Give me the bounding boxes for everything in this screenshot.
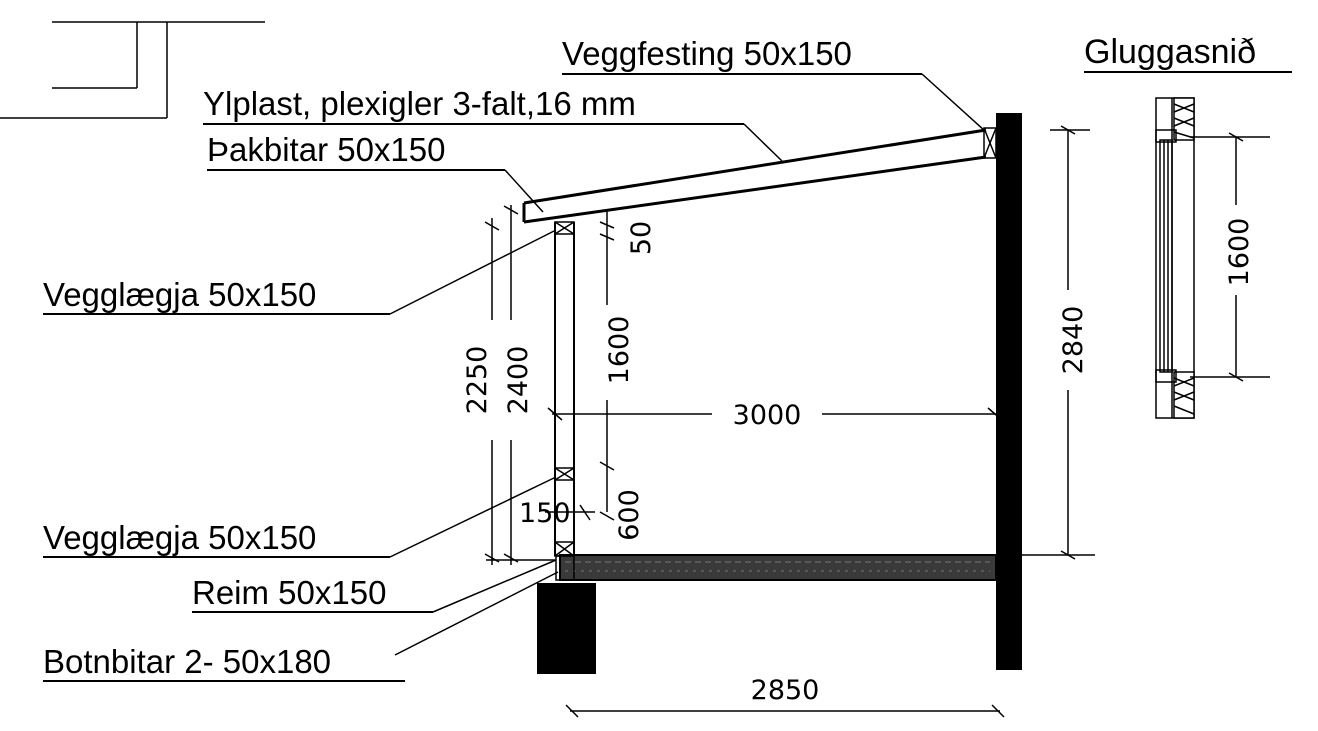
dim-2850-text: 2850	[751, 675, 820, 706]
label-pakbitar: Þakbitar 50x150	[207, 131, 544, 213]
pakbitar-text: Þakbitar 50x150	[207, 131, 446, 168]
dim-2250-text: 2250	[462, 346, 493, 415]
label-gluggasnid: Gluggasnið	[1084, 33, 1292, 73]
dim-1600-window-text: 1600	[1224, 218, 1255, 287]
dim-3000-text: 3000	[733, 400, 802, 431]
label-reim: Reim 50x150	[192, 559, 557, 613]
dim-150-text: 150	[519, 498, 571, 529]
vegglaegja-bottom-text: Vegglægja 50x150	[43, 519, 316, 556]
label-vegglaegja-bottom: Vegglægja 50x150	[43, 476, 557, 558]
ylplast-text: Ylplast, plexigler 3-falt,16 mm	[203, 85, 636, 122]
dimension-50: 50	[599, 210, 657, 255]
title-block-fragment	[0, 21, 265, 119]
foundation-footing	[537, 583, 596, 674]
dim-50-text: 50	[626, 221, 657, 255]
label-ylplast: Ylplast, plexigler 3-falt,16 mm	[203, 85, 783, 162]
dimension-2400: 2400	[503, 205, 534, 565]
dimension-150: 150	[519, 498, 595, 529]
dimension-600: 600	[599, 460, 645, 541]
dim-600-text: 600	[614, 489, 645, 541]
gluggasnid-title: Gluggasnið	[1084, 33, 1256, 71]
dimension-2840: 2840	[1000, 125, 1095, 560]
dim-2840-text: 2840	[1058, 306, 1089, 375]
reim-text: Reim 50x150	[192, 574, 386, 611]
label-vegglaegja-top: Vegglægja 50x150	[43, 229, 557, 315]
vegglaegja-top-text: Vegglægja 50x150	[43, 276, 316, 313]
label-veggfesting: Veggfesting 50x150	[562, 35, 986, 132]
window-section-detail: 1600	[1155, 97, 1270, 419]
floor-slab	[555, 554, 997, 581]
dim-1600-text: 1600	[604, 316, 635, 385]
concrete-wall	[996, 113, 1022, 670]
dim-2400-text: 2400	[503, 346, 534, 415]
dimension-3000: 3000	[547, 400, 1003, 431]
dimension-1600: 1600	[599, 250, 635, 471]
front-wall	[554, 221, 575, 557]
veggfesting-text: Veggfesting 50x150	[562, 35, 852, 72]
botnbitar-text: Botnbitar 2- 50x180	[43, 643, 331, 680]
dimension-2250: 2250	[462, 218, 555, 565]
roof-beam	[522, 127, 997, 224]
label-botnbitar: Botnbitar 2- 50x180	[43, 571, 559, 682]
dimension-2850: 2850	[565, 675, 1005, 718]
